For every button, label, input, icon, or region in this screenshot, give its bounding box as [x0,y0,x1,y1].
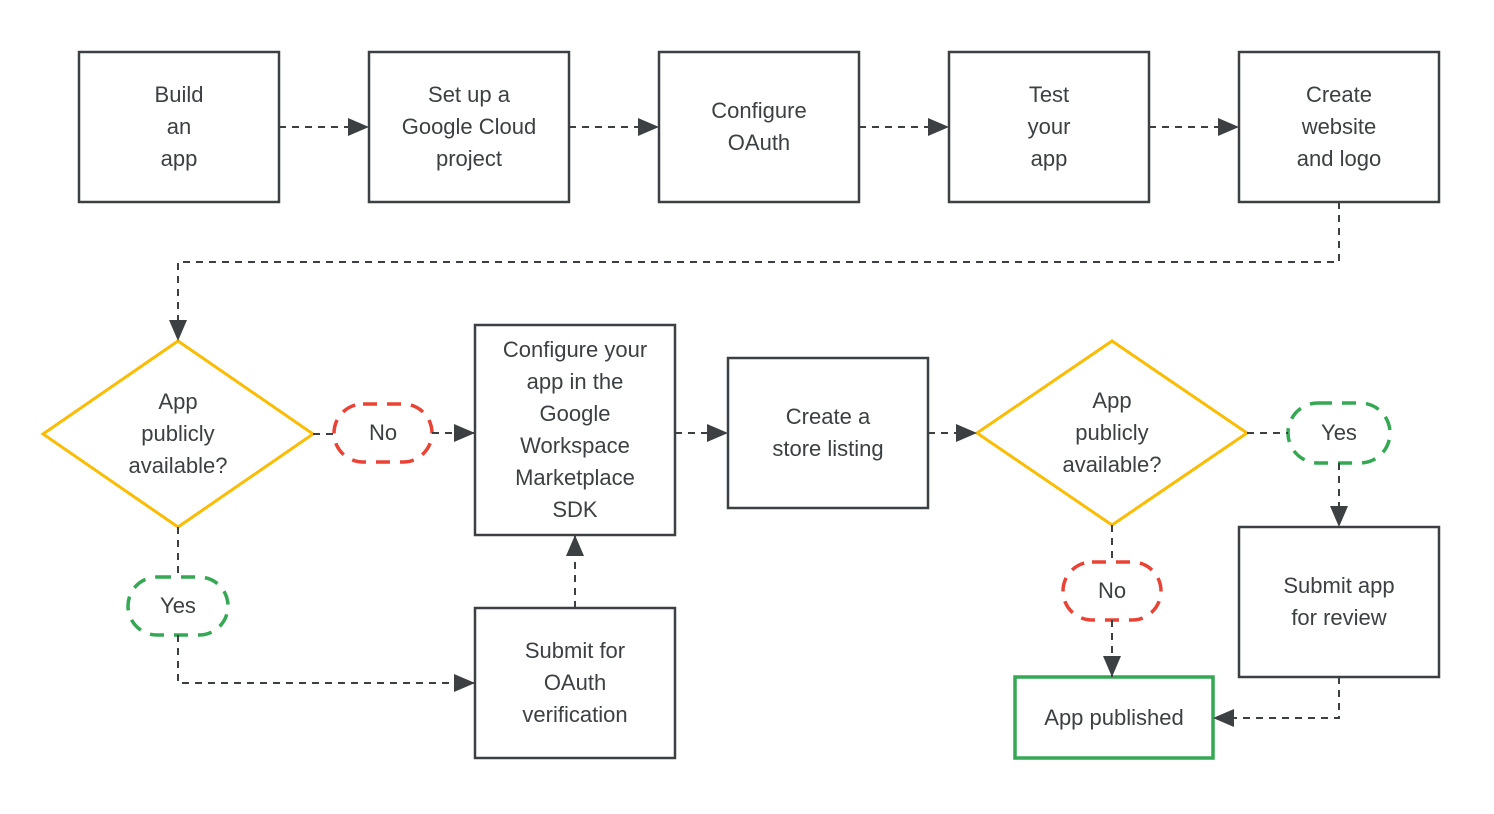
node-build-an-app-box [77,50,281,204]
edge-yes-to-submit-oauth [177,635,475,692]
node-submit-oauth-verification-box [473,606,677,760]
node-test-your-app-box [947,50,1151,204]
node-configure-app-marketplace-sdk-box [473,323,677,537]
branch-yes-oval-left [126,575,230,637]
node-setup-google-cloud-project-box [367,50,571,204]
branch-no-oval-right [1061,560,1163,622]
edge-submit-review-to-app-published [1213,677,1340,727]
node-configure-oauth-box [657,50,861,204]
node-create-store-listing-box [726,356,930,510]
branch-yes-oval-right [1286,401,1392,465]
edge-website-to-decision1 [169,202,1340,341]
node-submit-app-for-review-box [1237,525,1441,679]
node-create-website-and-logo-box [1237,50,1441,204]
branch-no-oval-left [332,402,434,464]
node-app-published-box [1013,675,1215,760]
decision-app-publicly-available-2 [974,339,1250,527]
decision-app-publicly-available-1 [40,339,316,529]
